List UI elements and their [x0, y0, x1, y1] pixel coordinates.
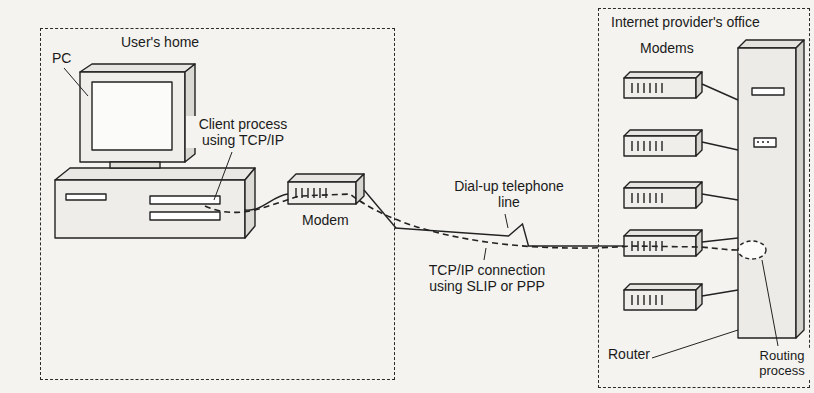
modem-stack — [624, 72, 702, 310]
region-heading: Internet provider's office — [611, 14, 760, 31]
callout-label: Modems — [638, 40, 696, 56]
routing-process — [738, 241, 766, 259]
callout-label: Client process using TCP/IP — [186, 116, 300, 148]
callout-label: PC — [50, 50, 73, 66]
region-box: Internet provider's office — [598, 8, 810, 388]
callout-label: Modem — [300, 212, 351, 228]
region-heading: User's home — [121, 34, 199, 51]
phone-cable — [598, 245, 624, 246]
modem-illustration — [288, 174, 364, 204]
region-box: User's home — [40, 28, 395, 380]
line-label: Dial-up telephone line — [452, 178, 566, 210]
phone-cable — [364, 190, 396, 228]
callout-label: TCP/IP connection using SLIP or PPP — [410, 262, 564, 294]
leader-lines — [64, 68, 778, 358]
callout-label: Router — [606, 346, 652, 362]
pc-cable — [245, 194, 288, 210]
router-cabinet — [738, 40, 804, 338]
router-cables — [702, 84, 738, 296]
telephone-line — [395, 224, 598, 246]
callout-label: Routing process — [754, 348, 810, 378]
